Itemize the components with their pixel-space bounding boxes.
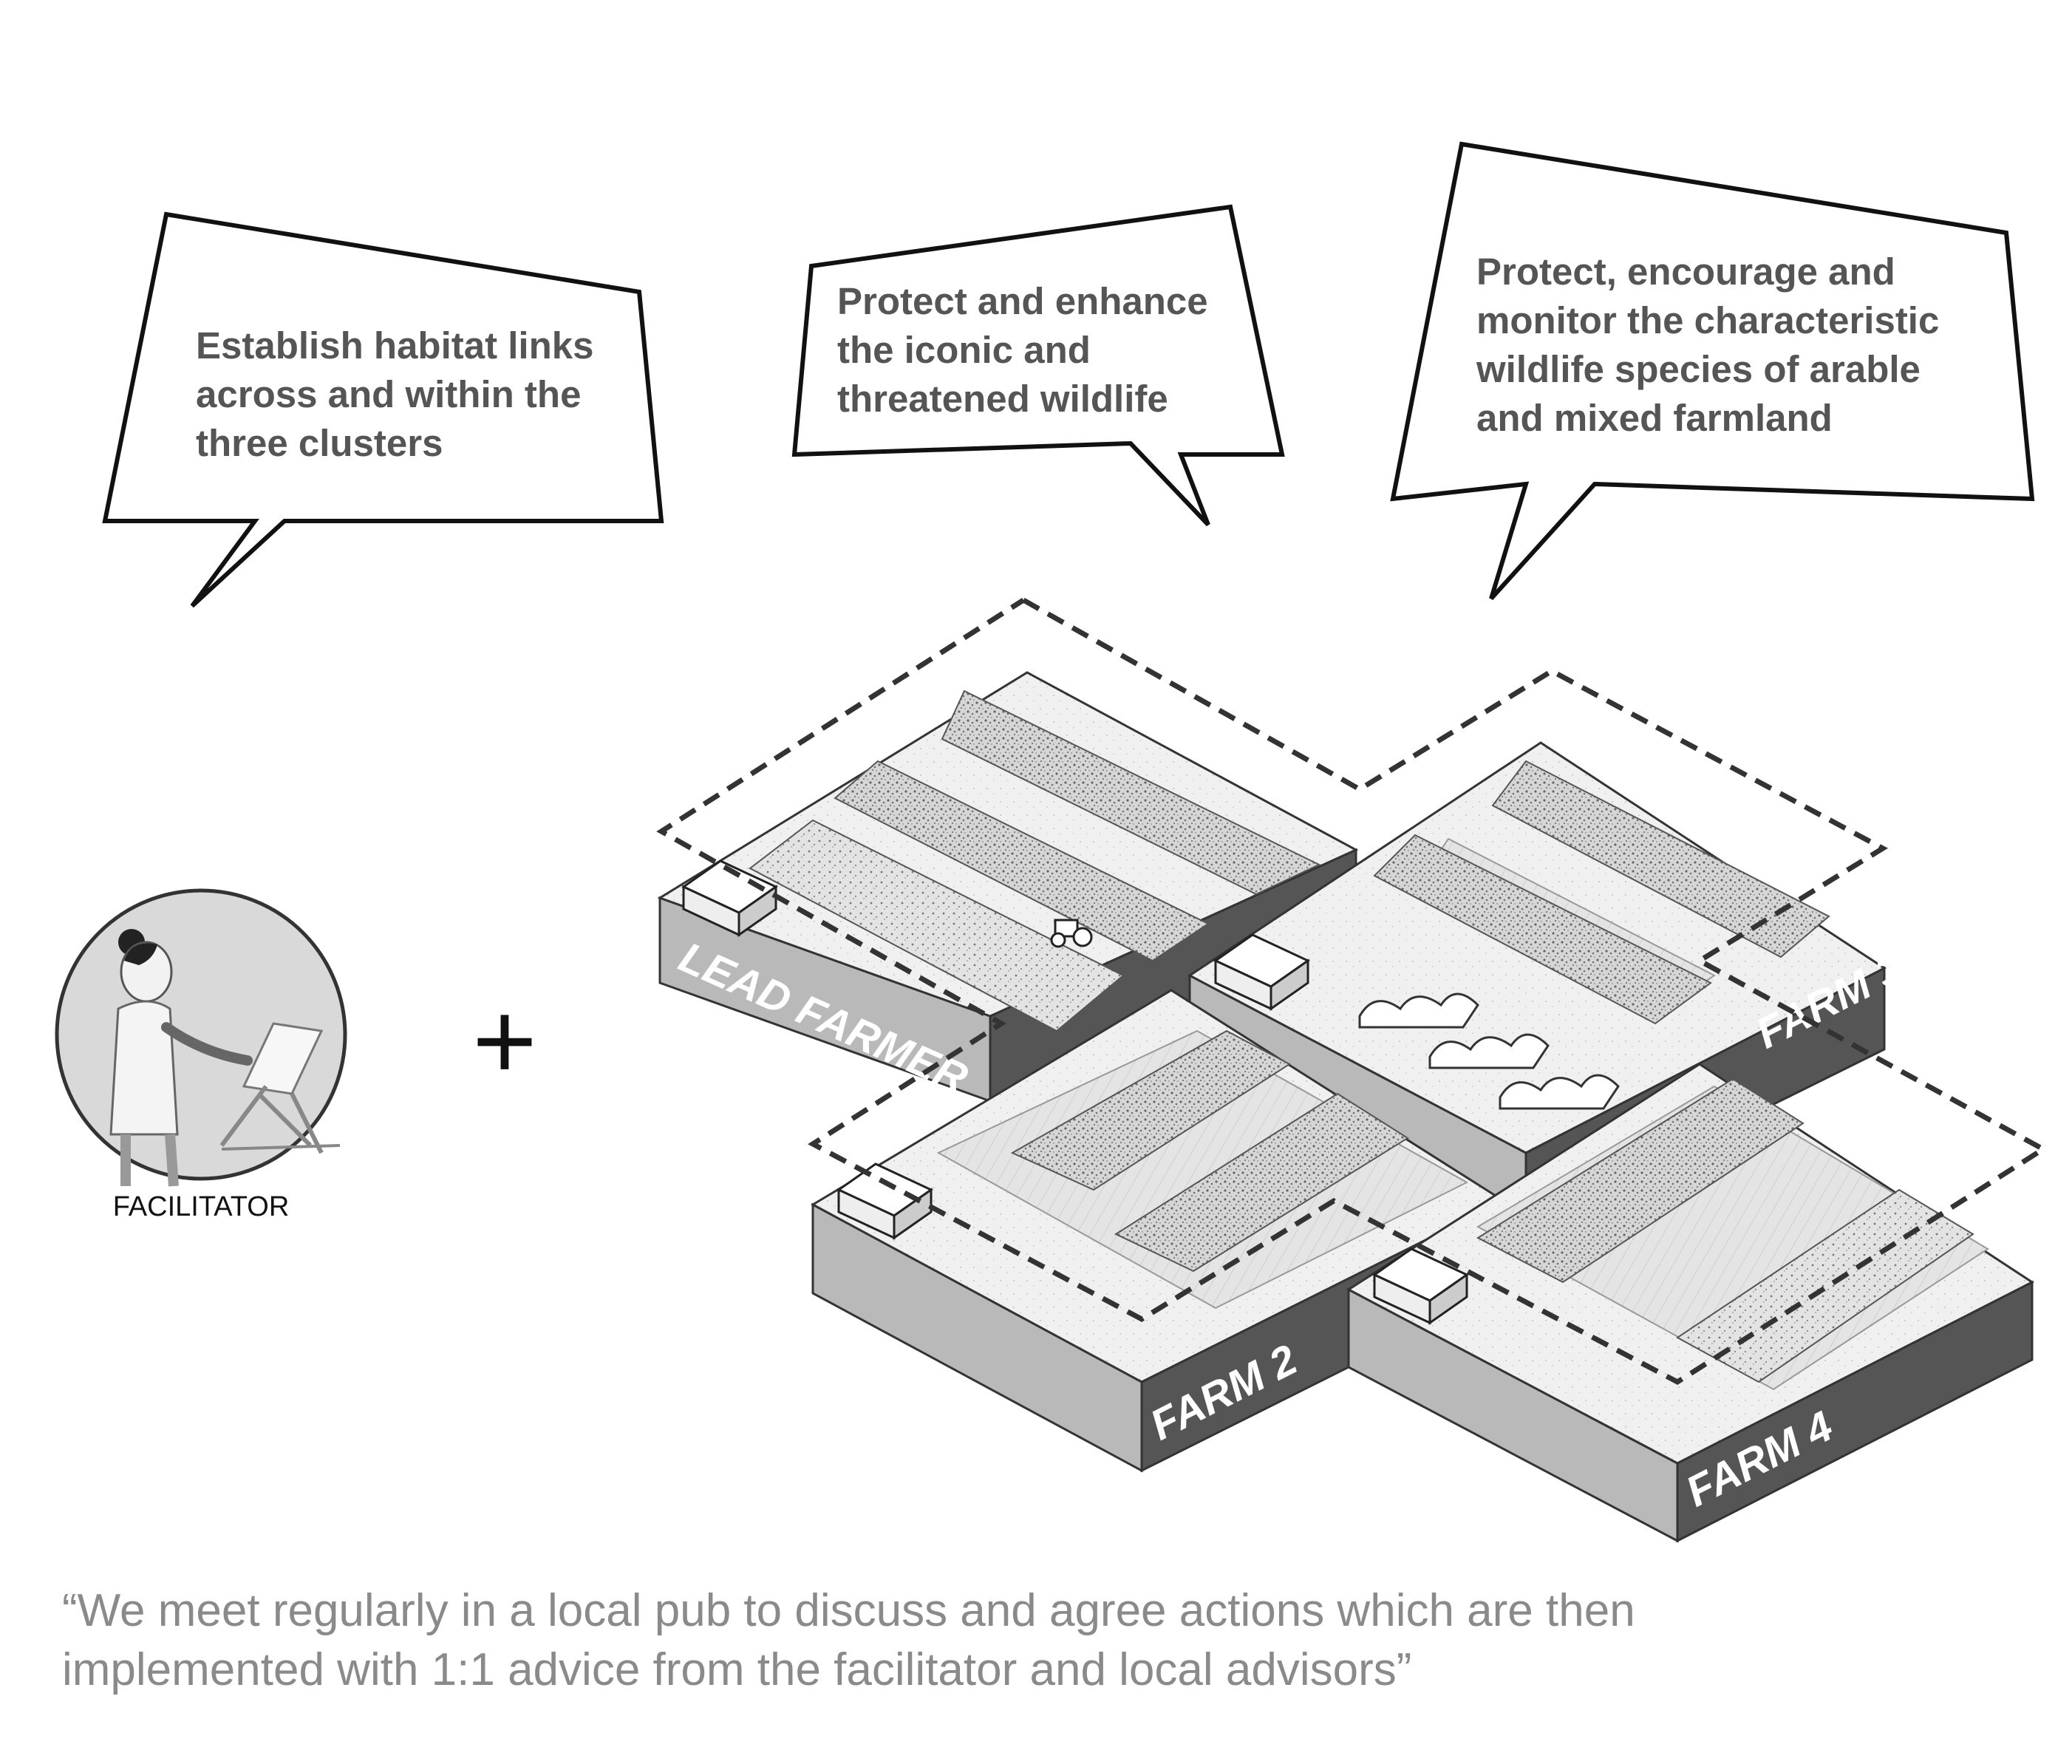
bubble3-line1: Protect, encourage and [1476,251,1895,293]
polytunnel-icons [1358,992,1620,1110]
testimonial-quote: “We meet regularly in a local pub to dis… [62,1581,1836,1700]
quote-line-1: “We meet regularly in a local pub to dis… [62,1585,1635,1636]
tractor-icon [1050,919,1093,948]
bubble1-line2: across and within the [196,373,581,415]
farmhouse-icon-farm-3 [1213,933,1310,1011]
bubble3-line3: wildlife species of arable [1476,348,1921,390]
facilitator-label: FACILITATOR [113,1191,290,1222]
speech-bubble-protect-enhance: Protect and enhance the iconic and threa… [791,204,1285,527]
facilitator-at-easel-icon [109,929,341,1187]
bubble2-line2: the iconic and [837,329,1091,371]
lead-farmer-fields [749,689,1321,1032]
facilitator-figure: FACILITATOR [55,888,347,1222]
plus-sign: + [472,978,537,1103]
bubble2-line1: Protect and enhance [837,280,1208,322]
bubble3-line2: monitor the characteristic [1476,299,1939,341]
speech-bubble-habitat-links: Establish habitat links across and withi… [102,211,664,608]
farm-2-fields [936,1029,1469,1310]
farmhouse-icon-farm-4 [1372,1247,1469,1325]
bubble1-line3: three clusters [196,422,443,464]
bubble1-line1: Establish habitat links [196,324,593,367]
bubble2-line3: threatened wildlife [837,378,1168,420]
speech-bubble-protect-encourage: Protect, encourage and monitor the chara… [1390,141,2035,601]
quote-line-2: implemented with 1:1 advice from the fac… [62,1644,1412,1695]
cluster-boundary-dashed [656,597,2048,1386]
farmhouse-icon-lead [681,859,778,937]
bubble-text-protect-enhance: Protect and enhance the iconic and threa… [837,280,1219,420]
bubble3-line4: and mixed farmland [1476,397,1833,439]
bubble-text-habitat-links: Establish habitat links across and withi… [196,324,604,464]
bubble-text-protect-encourage: Protect, encourage and monitor the chara… [1476,251,1950,439]
farm-3-fields [1373,760,1830,1025]
